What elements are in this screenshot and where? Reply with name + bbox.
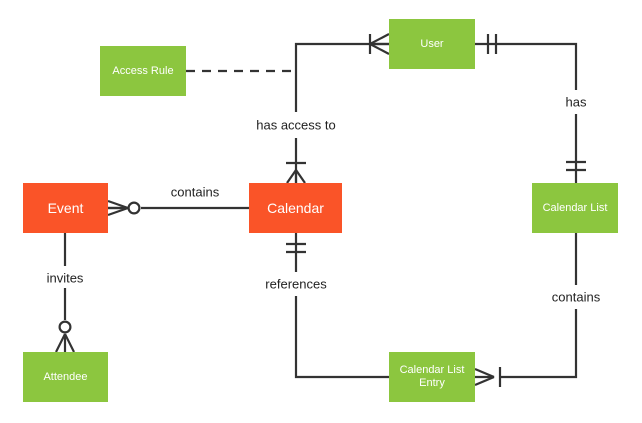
- entity-calendar-label: Calendar: [267, 199, 324, 216]
- entity-calendar-list-entry[interactable]: Calendar List Entry: [389, 352, 475, 402]
- entity-access-rule[interactable]: Access Rule: [100, 46, 186, 96]
- edge-label-has: has: [562, 94, 590, 110]
- connector-calendar-list-contains-entry: [474, 233, 578, 387]
- entity-event-label: Event: [47, 199, 84, 216]
- connector-calendar-references-entry: [286, 233, 389, 379]
- connector-user-has-calendar-list: [475, 34, 586, 183]
- entity-attendee-label: Attendee: [43, 370, 88, 383]
- entity-event[interactable]: Event: [23, 183, 108, 233]
- edge-label-invites: invites: [43, 270, 87, 286]
- entity-calendar-list-label: Calendar List: [542, 201, 608, 214]
- entity-calendar-list-entry-label: Calendar List Entry: [399, 364, 465, 389]
- edge-label-contains-event-calendar: contains: [167, 184, 223, 200]
- connector-event-contains-calendar: [107, 199, 249, 217]
- entity-calendar[interactable]: Calendar: [249, 183, 342, 233]
- entity-user[interactable]: User: [389, 19, 475, 69]
- connector-user-has-access-to-calendar: [286, 33, 390, 184]
- entity-attendee[interactable]: Attendee: [23, 352, 108, 402]
- entity-calendar-list[interactable]: Calendar List: [532, 183, 618, 233]
- entity-access-rule-label: Access Rule: [112, 64, 174, 77]
- entity-user-label: User: [420, 37, 444, 50]
- edge-label-contains-calendar-list: contains: [548, 289, 604, 305]
- edge-label-has-access-to: has access to: [253, 117, 339, 133]
- edge-label-references: references: [262, 276, 330, 292]
- connector-event-invites-attendee: [55, 233, 75, 353]
